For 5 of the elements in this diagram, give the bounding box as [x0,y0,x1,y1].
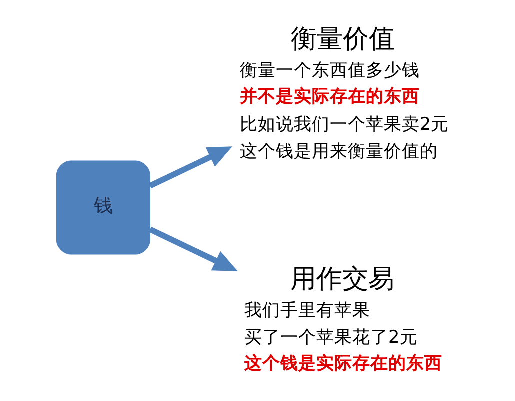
arrow [148,226,238,271]
node-box: 钱 [56,160,150,254]
arrow [148,146,232,188]
node-text: 衡量价值 衡量一个东西值多少钱 并不是实际存在的东西 比如说我们一个苹果卖2元 这个钱是用来衡量价值的 [240,24,450,162]
node-text: 用作交易 我们手里有苹果 买了一个苹果花了2元 这个钱是实际存在的东西 [244,264,443,374]
